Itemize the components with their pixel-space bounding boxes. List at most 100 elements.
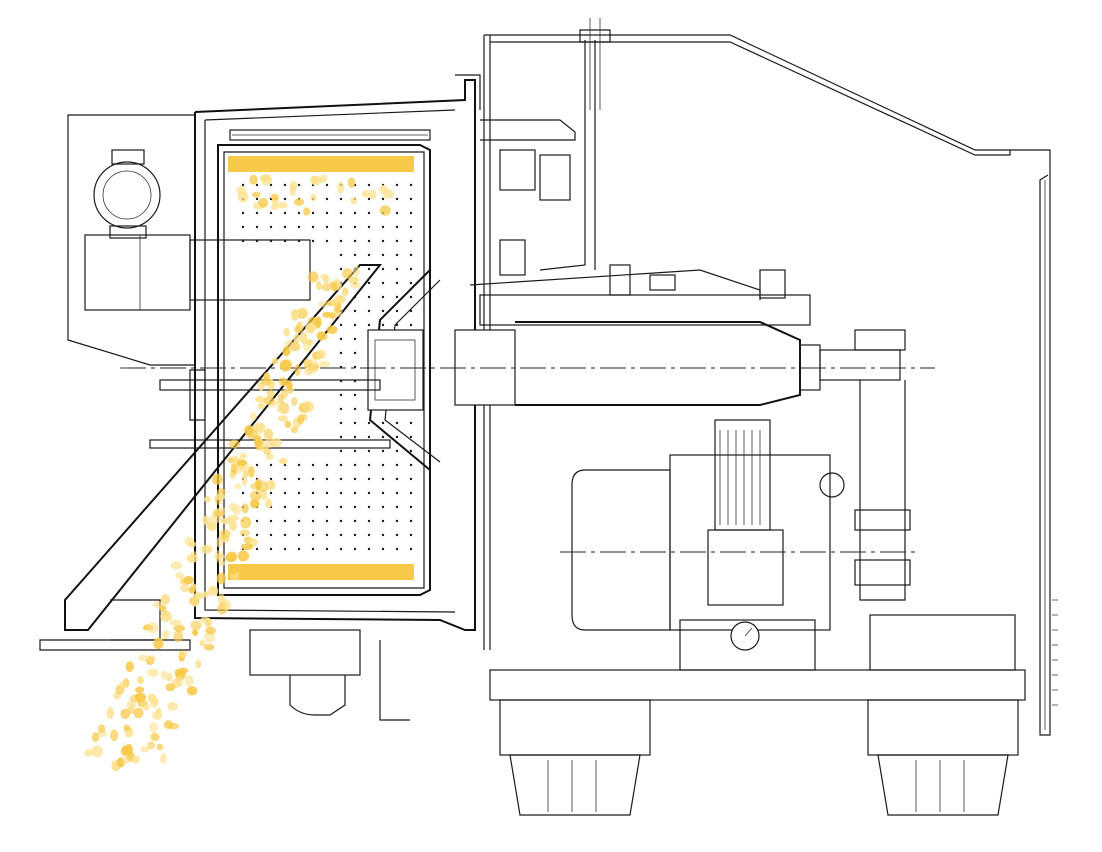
product-particle (279, 359, 292, 372)
perforation-hole (311, 505, 315, 509)
product-particle (199, 640, 206, 647)
product-particle (120, 708, 131, 720)
product-particle (200, 616, 210, 624)
product-particle (228, 439, 240, 449)
perforation-hole (353, 323, 357, 327)
product-particle (228, 472, 236, 480)
product-particle (203, 643, 215, 651)
perforation-hole (297, 225, 301, 229)
product-particle (379, 205, 391, 216)
perforation-hole (395, 267, 399, 271)
product-particle (270, 193, 279, 201)
product-particle (242, 469, 249, 478)
perforation-hole (325, 225, 329, 229)
perforation-hole (339, 407, 343, 411)
perforation-hole (325, 239, 329, 243)
product-particle (98, 724, 106, 734)
product-particle (214, 550, 223, 563)
perforation-hole (395, 295, 399, 299)
product-particle (368, 189, 377, 200)
product-particle (147, 693, 157, 703)
product-particle (170, 561, 183, 570)
perforation-hole (255, 463, 259, 467)
product-particle (241, 543, 254, 551)
product-particle (147, 655, 156, 663)
perforation-hole (395, 449, 399, 453)
product-particle (321, 283, 332, 292)
product-particle (265, 498, 273, 509)
product-particle (175, 676, 184, 688)
perforation-hole (381, 267, 385, 271)
perforation-hole (283, 463, 287, 467)
perforation-hole (311, 491, 315, 495)
product-particle (289, 180, 298, 192)
perforation-hole (395, 211, 399, 215)
perforation-hole (353, 239, 357, 243)
product-particle (302, 401, 315, 413)
perforation-hole (297, 211, 301, 215)
perforation-hole (367, 323, 371, 327)
perforation-hole (381, 449, 385, 453)
perforation-hole (367, 519, 371, 523)
product-particle (109, 729, 119, 741)
machine-housing (483, 18, 1058, 736)
perforation-hole (409, 435, 413, 439)
perforation-hole (255, 239, 259, 243)
perforation-hole (339, 533, 343, 537)
perforation-hole (395, 183, 399, 187)
perforation-hole (339, 211, 343, 215)
perforation-hole (297, 477, 301, 481)
perforation-hole (381, 253, 385, 257)
perforation-hole (283, 533, 287, 537)
product-particle (293, 333, 301, 344)
perforation-hole (339, 337, 343, 341)
perforation-hole (339, 197, 343, 201)
perforation-hole (367, 421, 371, 425)
perforation-hole (339, 477, 343, 481)
perforation-hole (381, 463, 385, 467)
perforation-hole (395, 309, 399, 313)
perforation-hole (353, 393, 357, 397)
product-layer-top (228, 156, 414, 172)
perforation-hole (325, 547, 329, 551)
perforation-hole (339, 491, 343, 495)
product-particle (318, 360, 331, 368)
perforation-hole (269, 463, 273, 467)
product-particle (217, 592, 225, 605)
product-particle (291, 396, 298, 406)
product-particle (303, 358, 312, 368)
product-particle (247, 466, 255, 478)
perforation-hole (269, 491, 273, 495)
product-particle (195, 659, 202, 669)
product-particle (169, 619, 182, 627)
perforation-hole (269, 519, 273, 523)
product-particle (188, 586, 196, 594)
perforation-hole (297, 519, 301, 523)
perforation-hole (353, 351, 357, 355)
perforation-hole (367, 267, 371, 271)
product-particle (211, 473, 223, 485)
perforation-hole (409, 463, 413, 467)
product-particle (167, 701, 179, 711)
product-particle (290, 426, 299, 434)
perforation-hole (381, 505, 385, 509)
perforation-hole (269, 477, 273, 481)
perforation-hole (353, 477, 357, 481)
product-particle (286, 381, 293, 390)
perforation-hole (381, 491, 385, 495)
product-particle (202, 515, 210, 525)
product-particle (134, 692, 147, 703)
lower-bearing-unit (249, 629, 410, 721)
perforation-hole (367, 253, 371, 257)
perforation-hole (409, 519, 413, 523)
perforation-hole (367, 533, 371, 537)
perforation-hole (395, 239, 399, 243)
perforation-hole (353, 505, 357, 509)
product-particle (307, 323, 316, 333)
product-particle (219, 529, 231, 539)
perforation-hole (381, 533, 385, 537)
product-particle (138, 654, 149, 661)
product-particle (168, 722, 180, 730)
perforation-hole (255, 519, 259, 523)
